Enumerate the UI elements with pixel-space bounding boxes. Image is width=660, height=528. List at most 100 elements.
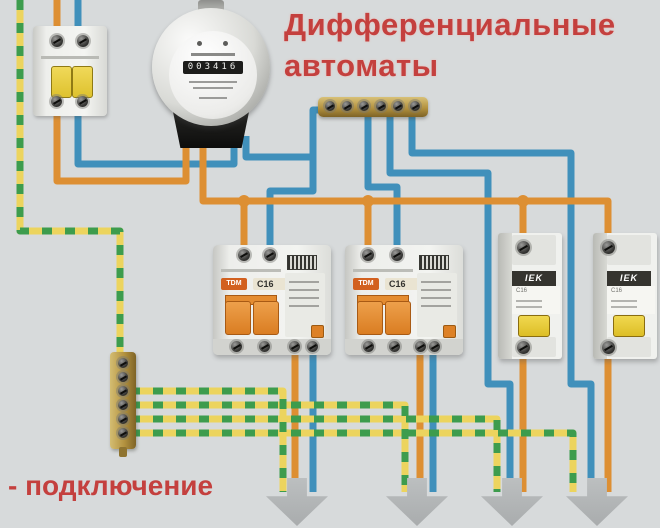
terminal-screw-icon xyxy=(259,341,270,352)
din-mount xyxy=(498,233,512,359)
page-title: Дифференциальные автоматы xyxy=(284,4,616,86)
terminal-screw-icon xyxy=(602,341,615,354)
bus-screw-icon xyxy=(118,400,128,410)
spec-text-line xyxy=(289,297,319,299)
neutral-breaker-to-meter-wire xyxy=(74,108,238,168)
bus-screw-icon xyxy=(118,414,128,424)
terminal-screw-icon xyxy=(602,241,615,254)
neutral-meter-out-wire xyxy=(242,136,313,161)
spec-text-line xyxy=(516,300,542,302)
spec-text-line xyxy=(289,281,319,283)
lever-paddle xyxy=(72,66,93,98)
terminal-screw-icon xyxy=(231,341,242,352)
neutral-bus-drop-diff2-wire xyxy=(364,115,401,252)
differential-automat-1: TDM С16 xyxy=(213,245,331,355)
spec-text-line xyxy=(421,281,451,283)
ground-branch4-wire-stripes xyxy=(130,429,577,492)
lever-paddle xyxy=(357,301,383,335)
ground-wires xyxy=(16,0,577,492)
lever-paddle xyxy=(51,66,72,98)
terminal-screw-icon xyxy=(51,96,62,107)
meter-housing: 003416 xyxy=(152,8,270,126)
spec-text-line xyxy=(289,305,319,307)
terminal-screw-icon xyxy=(307,341,318,352)
terminal-screw-icon xyxy=(238,249,250,261)
lever-slot xyxy=(353,269,413,272)
page-title-line2: автоматы xyxy=(284,48,439,83)
spec-text-line xyxy=(611,300,637,302)
lever-paddle xyxy=(253,301,279,335)
terminal-screw-icon xyxy=(389,341,400,352)
phase-distribution-wire xyxy=(199,136,612,238)
bus-screw-icon xyxy=(325,101,335,111)
terminal-screw-icon xyxy=(77,35,89,47)
bus-screw-icon xyxy=(118,428,128,438)
rating-label: C16 xyxy=(516,288,528,294)
din-mount xyxy=(593,233,607,359)
ground-branch2-wire xyxy=(130,401,409,492)
lever-joint xyxy=(357,295,409,305)
spec-panel: C16 xyxy=(607,286,655,314)
bus-screw-icon xyxy=(359,101,369,111)
brand-label: IEK xyxy=(607,271,651,286)
barcode-label xyxy=(287,255,317,270)
breaker-lever xyxy=(518,315,550,337)
bus-screw-icon xyxy=(393,101,403,111)
lever-paddle xyxy=(225,301,251,335)
spec-text-line xyxy=(289,289,319,291)
phase-junction-dot xyxy=(238,195,250,207)
single-pole-breaker-1: IEK C16 xyxy=(498,233,562,359)
ground-branch1-wire-stripes xyxy=(130,387,287,492)
bus-screw-icon xyxy=(118,358,128,368)
meter-text-line xyxy=(189,81,237,83)
meter-brand-line xyxy=(191,53,235,56)
lever-slot xyxy=(221,269,281,272)
terminal-screw-icon xyxy=(517,341,530,354)
terminal-screw-icon xyxy=(77,96,88,107)
bus-screw-icon xyxy=(118,372,128,382)
meter-counter: 003416 xyxy=(183,61,243,74)
spec-text-line xyxy=(611,306,637,308)
bus-mount-tail xyxy=(119,447,127,457)
bus-screw-icon xyxy=(342,101,352,111)
ground-main-wire-stripes xyxy=(16,0,124,356)
neutral-bus-drop-circuit4-wire xyxy=(408,115,595,492)
phase-breaker-to-meter-wire xyxy=(53,108,190,185)
diff1-lever xyxy=(223,295,279,335)
bus-screw-icon xyxy=(118,386,128,396)
phase-junction-dot xyxy=(517,195,529,207)
terminal-screw-icon xyxy=(289,341,300,352)
terminal-screw-icon xyxy=(391,249,403,261)
terminal-screw-icon xyxy=(362,249,374,261)
page-title-line1: Дифференциальные xyxy=(284,7,616,42)
barcode-label xyxy=(419,255,449,270)
meter-seal-dot xyxy=(223,41,228,46)
terminal-screw-icon xyxy=(429,341,440,352)
differential-automat-2: TDM С16 xyxy=(345,245,463,355)
breaker-lever xyxy=(613,315,645,337)
lever-slot xyxy=(41,56,99,59)
single-pole-breaker-2: IEK C16 xyxy=(593,233,657,359)
bottom-terminal xyxy=(607,337,651,357)
rating-label: C16 xyxy=(611,288,623,294)
brand-label: TDM xyxy=(221,278,247,290)
meter-text-line xyxy=(193,87,233,89)
neutral-bus-trunk-wire xyxy=(266,106,326,252)
meter-seal-dot xyxy=(197,41,202,46)
brand-label: IEK xyxy=(512,271,556,286)
main-input-breaker xyxy=(33,26,107,116)
test-button xyxy=(311,325,324,338)
diff2-lever xyxy=(355,295,411,335)
main-breaker-lever xyxy=(49,66,93,98)
spec-text-line xyxy=(516,306,542,308)
neutral-bus-drop-circuit3-wire xyxy=(386,115,514,492)
neutral-bus-bar xyxy=(318,97,428,117)
caption-label: - подключение xyxy=(8,470,214,501)
test-button xyxy=(443,325,456,338)
bus-screw-icon xyxy=(376,101,386,111)
spec-text-line xyxy=(421,289,451,291)
phase-junction-dot xyxy=(362,195,374,207)
spec-text-line xyxy=(421,297,451,299)
